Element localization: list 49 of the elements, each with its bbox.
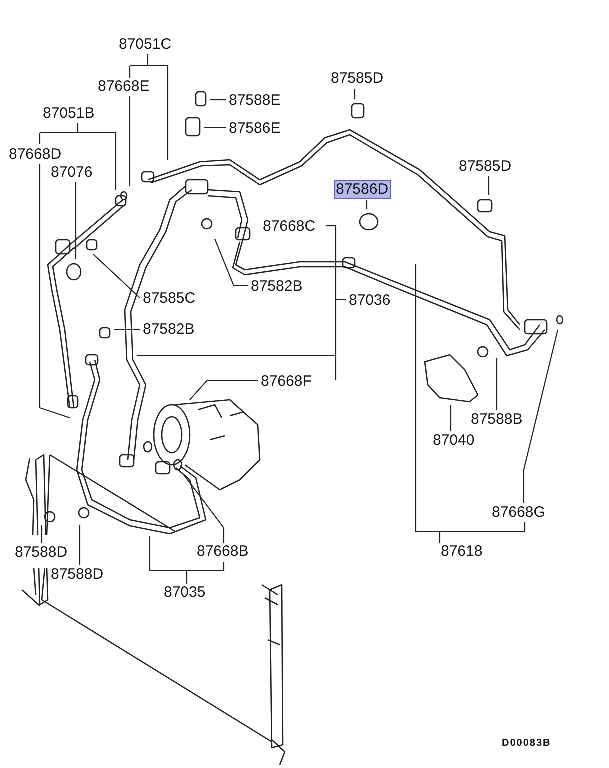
leader-line — [79, 525, 81, 565]
part-number: 87586E — [228, 120, 282, 137]
part-number: 87668B — [196, 543, 250, 560]
part-number: 87588B — [470, 411, 524, 428]
part-number: 87668E — [97, 78, 151, 95]
part-number: 87588D — [14, 544, 69, 561]
part-number: 87588E — [228, 92, 282, 109]
leader-line — [354, 89, 356, 99]
part-number: 87051B — [42, 105, 96, 122]
leader-line — [149, 535, 225, 585]
part-number: 87076 — [50, 164, 94, 181]
part-number: 87585D — [330, 70, 385, 87]
leader-line — [136, 225, 347, 381]
leader-line — [366, 200, 368, 209]
part-number: 87051C — [118, 36, 173, 53]
part-number: 87618 — [440, 543, 484, 560]
leader-line — [214, 238, 248, 287]
leader-line — [114, 329, 140, 331]
leader-line — [75, 182, 77, 259]
part-number: 87668F — [260, 373, 313, 390]
part-number: 87668C — [262, 218, 317, 235]
leader-line — [184, 474, 225, 543]
part-number: 87588D — [50, 566, 105, 583]
leader-line — [39, 164, 70, 419]
leader-line — [415, 263, 526, 544]
leader-line — [41, 525, 43, 543]
leader-line — [92, 254, 140, 298]
part-number: 87668D — [8, 146, 63, 163]
part-number: 87035 — [163, 584, 207, 601]
leader-line — [190, 380, 258, 400]
leader-line — [39, 122, 117, 191]
leader-line — [326, 225, 336, 227]
highlighted-part-number: 87586D — [334, 180, 391, 199]
leader-line — [450, 405, 452, 431]
leader-line — [496, 358, 498, 410]
part-number: 87582B — [142, 321, 196, 338]
leader-line — [523, 330, 559, 503]
part-number: 87585C — [142, 290, 197, 307]
leader-line — [488, 176, 490, 195]
leader-line — [204, 127, 226, 129]
leader-line — [129, 96, 131, 186]
part-number: 87040 — [432, 432, 476, 449]
part-number: 87668G — [491, 504, 546, 521]
leader-line — [210, 99, 226, 101]
part-number: 87036 — [348, 292, 392, 309]
leader-line — [129, 53, 169, 161]
drawing-code: D00083B — [502, 738, 552, 749]
part-number: 87585D — [458, 158, 513, 175]
part-number: 87582B — [250, 278, 304, 295]
